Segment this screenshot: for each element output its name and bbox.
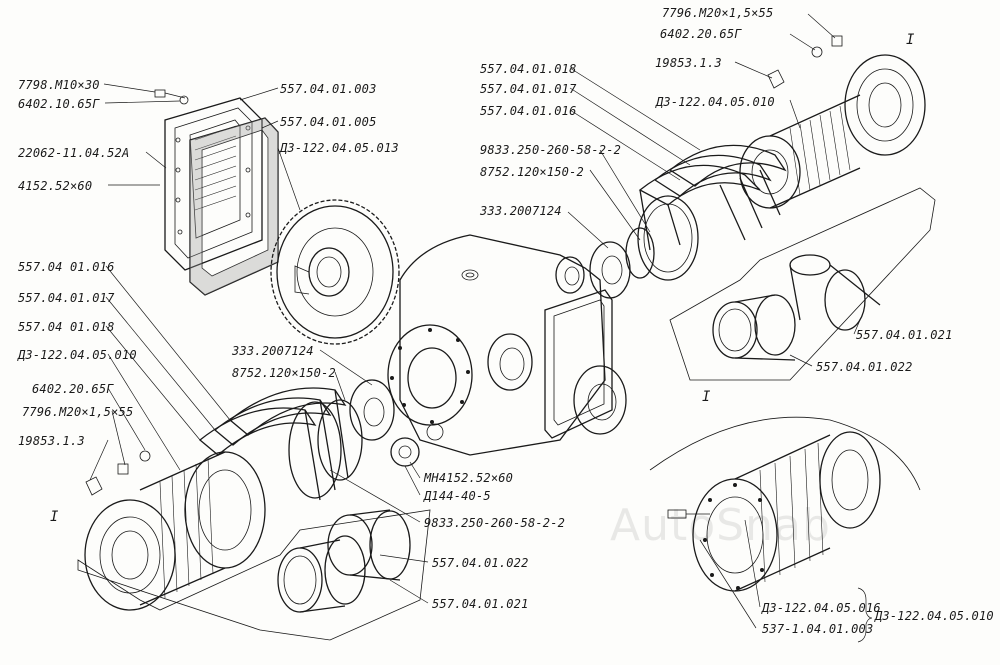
label-disc-016-left: 557.04 01.016 — [18, 260, 115, 274]
label-part-22062: 22062-11.04.52A — [18, 146, 130, 160]
bolt-m10 — [154, 89, 189, 105]
leader-lines — [89, 13, 861, 629]
label-gear-013: Д3-122.04.05.013 — [280, 141, 399, 155]
label-nipple-left: 19853.1.3 — [18, 434, 85, 448]
label-disc-016-right: 557.04.01.016 — [480, 104, 577, 118]
bushing-group-outline — [669, 187, 936, 381]
label-mh4152: MH4152.52×60 — [424, 471, 514, 485]
hub-right — [739, 54, 926, 209]
label-disc-017-right: 557.04.01.017 — [480, 82, 577, 96]
label-bushing-021-right: 557.04.01.021 — [856, 328, 953, 342]
label-detail-003: 537-1.04.01.003 — [762, 622, 874, 636]
label-seal-left: 9833.250-260-58-2-2 — [424, 516, 566, 530]
label-seal-right: 9833.250-260-58-2-2 — [480, 143, 622, 157]
bolt-m20-left — [85, 450, 151, 496]
detail-view-i — [649, 416, 921, 592]
label-detail-i-top: I — [906, 32, 915, 48]
label-washer-left: 6402.20.65Г — [32, 382, 114, 396]
group-brace — [857, 587, 873, 643]
label-cover-003: 557.04.01.003 — [280, 82, 377, 96]
hub-left — [84, 451, 266, 611]
bearing-right — [589, 195, 699, 299]
label-bearing-right: 333.2007124 — [480, 204, 562, 218]
label-hub-right: Д3-122.04.05.010 — [656, 95, 775, 109]
label-disc-017-left: 557.04.01.017 — [18, 291, 115, 305]
gasket — [189, 117, 279, 296]
label-cuff-right: 8752.120×150-2 — [480, 165, 584, 179]
bushing-021-left — [327, 509, 411, 581]
label-disc-018-right: 557.04.01.018 — [480, 62, 577, 76]
bushing-021-right — [789, 254, 881, 331]
label-cuff-left: 8752.120×150-2 — [232, 366, 336, 380]
left-group-outline — [77, 509, 431, 641]
label-part-4152: 4152.52×60 — [18, 179, 93, 193]
label-detail-i-bottom: I — [702, 389, 711, 405]
bushing-022-right — [712, 294, 796, 361]
friction-discs-right — [638, 144, 787, 251]
label-bushing-022-left: 557.04.01.022 — [432, 556, 529, 570]
label-bolt-m10: 7798.M10×30 — [18, 78, 100, 92]
label-gasket-005: 557.04.01.005 — [280, 115, 377, 129]
label-bushing-022-right: 557.04.01.022 — [816, 360, 913, 374]
label-bearing-left: 333.2007124 — [232, 344, 314, 358]
label-hub-left: Д3-122.04.05.010 — [18, 348, 137, 362]
label-washer-right: 6402.20.65Г — [660, 27, 742, 41]
label-bolt-m20-left: 7796.M20×1,5×55 — [22, 405, 134, 419]
label-detail-assembly: Д3-122.04.05.010 — [875, 609, 994, 623]
gearbox-housing — [387, 234, 627, 456]
label-detail-016: Д3-122.04.05.016 — [762, 601, 881, 615]
label-nipple-right: 19853.1.3 — [655, 56, 722, 70]
watermark: AutoSnab — [610, 500, 831, 551]
bolt-m20-right — [767, 35, 843, 89]
label-bushing-021-left: 557.04.01.021 — [432, 597, 529, 611]
label-washer-m10: 6402.10.65Г — [18, 97, 100, 111]
spur-gear — [270, 199, 400, 345]
label-disc-018-left: 557.04 01.018 — [18, 320, 115, 334]
friction-discs-left — [198, 387, 349, 501]
bushing-022-left — [277, 535, 366, 613]
label-d144: Д144-40-5 — [424, 489, 491, 503]
label-detail-i-left: I — [50, 509, 59, 525]
label-bolt-m20-right: 7796.M20×1,5×55 — [662, 6, 774, 20]
